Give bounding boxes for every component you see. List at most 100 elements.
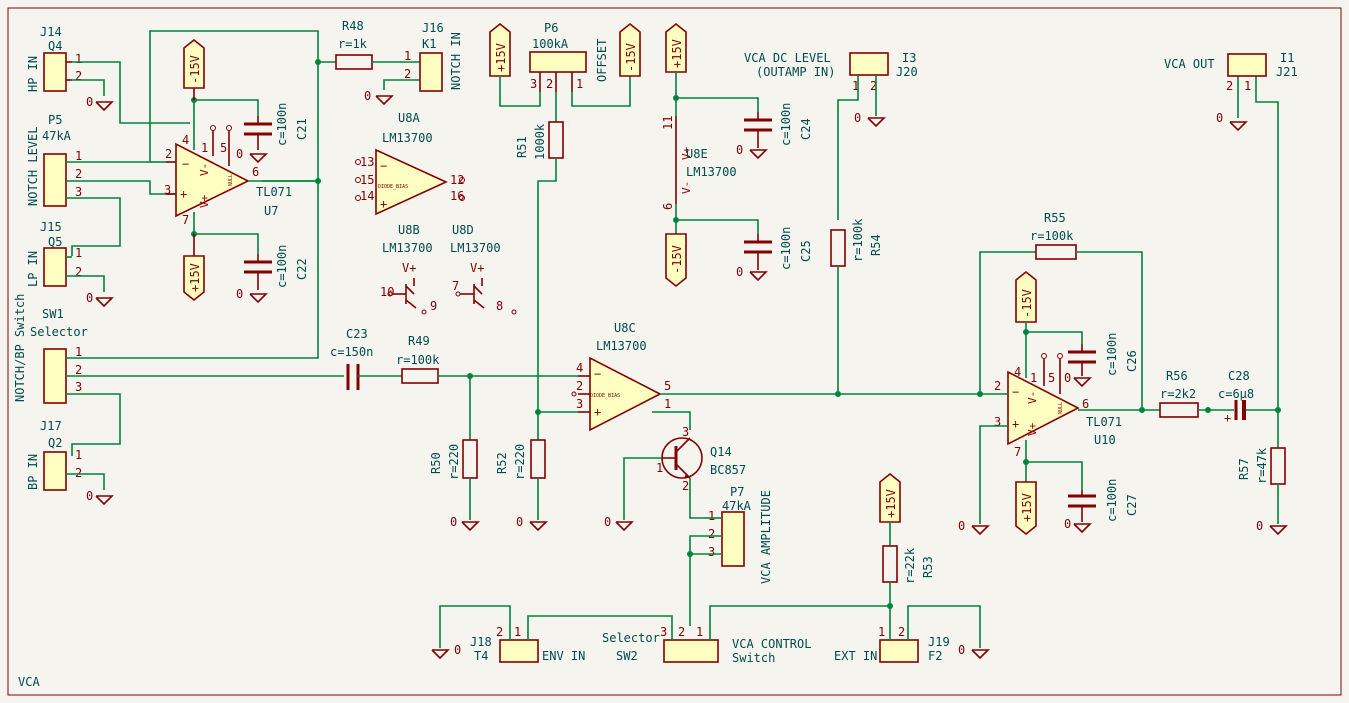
gnd-r52: 0 <box>516 515 548 532</box>
svg-text:1: 1 <box>1030 371 1037 385</box>
svg-text:3: 3 <box>576 397 583 411</box>
svg-text:2: 2 <box>404 67 411 81</box>
svg-text:1: 1 <box>404 49 411 63</box>
svg-text:6: 6 <box>661 203 675 210</box>
svg-text:U8D: U8D <box>452 223 474 237</box>
p5-ref: P5 <box>48 113 62 127</box>
svg-text:5: 5 <box>1048 371 1055 385</box>
sheet-border <box>7 7 1342 696</box>
svg-text:1: 1 <box>576 77 583 91</box>
q14-transistor: 3 1 2 Q14 BC857 <box>656 425 746 493</box>
r50-resistor: R50 r=220 <box>429 439 478 480</box>
pos15-p6: +15V <box>489 22 511 77</box>
sw1-ref: SW1 <box>42 307 64 321</box>
svg-text:I1: I1 <box>1280 51 1294 65</box>
j17-ref: J17 <box>40 419 62 433</box>
svg-text:11: 11 <box>661 116 675 130</box>
svg-text:4: 4 <box>182 133 189 147</box>
svg-text:−: − <box>182 157 189 171</box>
svg-text:NULL: NULL <box>228 174 234 186</box>
c21-capacitor: c=100n C21 <box>244 103 309 150</box>
svg-text:Switch: Switch <box>732 651 775 665</box>
svg-text:1: 1 <box>75 52 82 66</box>
p7-pot: P7 47kA VCA AMPLITUDE 123 <box>708 485 773 584</box>
r49-resistor: R49 r=100k <box>396 334 440 384</box>
svg-text:VCA AMPLITUDE: VCA AMPLITUDE <box>759 490 773 584</box>
svg-text:2: 2 <box>682 479 689 493</box>
gnd-j16: 0 <box>364 89 394 106</box>
u8d-buffer: U8D LM13700 V+ 7 8 <box>450 223 517 315</box>
u7-opamp: −+ V- V+ NULL 2 3 4 1 5 6 7 TL071 U7 <box>164 125 292 227</box>
sw1-switch: SW1 Selector NOTCH/BP Switch 123 <box>13 294 88 404</box>
svg-text:2: 2 <box>165 147 172 161</box>
svg-text:r=220: r=220 <box>447 444 461 480</box>
r56-resistor: R56 r=2k2 <box>1159 369 1199 418</box>
svg-text:100kA: 100kA <box>532 37 569 51</box>
svg-text:-15V: -15V <box>188 55 202 84</box>
svg-text:7: 7 <box>452 279 459 293</box>
svg-text:1: 1 <box>878 625 885 639</box>
svg-text:12: 12 <box>450 173 464 187</box>
c27-capacitor: c=100n C27 <box>1068 479 1139 522</box>
svg-text:1: 1 <box>75 345 82 359</box>
gnd-c26: 0 <box>1064 371 1092 388</box>
svg-text:VCA CONTROL: VCA CONTROL <box>732 637 811 651</box>
j14-connector: J14 Q4 HP IN 12 <box>26 25 82 92</box>
svg-text:SW2: SW2 <box>616 649 638 663</box>
svg-text:R49: R49 <box>408 334 430 348</box>
svg-text:15: 15 <box>360 173 374 187</box>
svg-text:2: 2 <box>75 363 82 377</box>
j14-label: HP IN <box>26 56 40 92</box>
svg-text:−: − <box>380 159 387 173</box>
gnd-i3: 0 <box>854 111 886 128</box>
svg-text:C22: C22 <box>295 258 309 280</box>
svg-text:U8B: U8B <box>398 223 420 237</box>
c24-capacitor: c=100n C24 <box>744 103 813 148</box>
svg-text:2: 2 <box>678 625 685 639</box>
svg-text:1: 1 <box>514 625 521 639</box>
svg-text:0: 0 <box>86 291 93 305</box>
svg-text:0: 0 <box>958 519 965 533</box>
svg-text:-15V: -15V <box>1020 289 1034 318</box>
svg-text:3: 3 <box>75 185 82 199</box>
svg-text:V-: V- <box>680 181 693 194</box>
gnd-i1: 0 <box>1216 111 1248 132</box>
svg-text:1: 1 <box>1244 79 1251 93</box>
svg-text:2: 2 <box>546 77 553 91</box>
pos15-u8e: +15V <box>665 22 687 73</box>
svg-text:VCA DC LEVEL: VCA DC LEVEL <box>744 51 831 65</box>
svg-text:R55: R55 <box>1044 211 1066 225</box>
svg-text:0: 0 <box>854 111 861 125</box>
svg-text:3: 3 <box>660 625 667 639</box>
svg-text:c=100n: c=100n <box>1105 333 1119 376</box>
svg-text:(OUTAMP IN): (OUTAMP IN) <box>756 65 835 79</box>
gnd-j14: 0 <box>86 95 114 112</box>
svg-text:1000k: 1000k <box>533 123 547 160</box>
svg-text:1: 1 <box>708 509 715 523</box>
svg-text:1: 1 <box>75 246 82 260</box>
svg-text:J18: J18 <box>470 635 492 649</box>
svg-text:c=100n: c=100n <box>779 103 793 146</box>
svg-text:5: 5 <box>664 379 671 393</box>
svg-text:3: 3 <box>708 545 715 559</box>
svg-text:c=100n: c=100n <box>779 227 793 270</box>
svg-text:R54: R54 <box>869 234 883 256</box>
svg-text:V+: V+ <box>680 146 693 160</box>
svg-text:8: 8 <box>496 299 503 313</box>
svg-text:OFFSET: OFFSET <box>595 39 609 82</box>
svg-text:2: 2 <box>898 625 905 639</box>
u8b-buffer: U8B LM13700 V+ 10 9 <box>380 223 437 315</box>
svg-text:9: 9 <box>430 299 437 313</box>
svg-text:J16: J16 <box>422 21 444 35</box>
sw1-label: NOTCH/BP Switch <box>13 294 27 402</box>
gnd-r50: 0 <box>450 515 480 532</box>
u10-opamp: −+ V- V+ NULL 2 3 4 1 5 6 7 TL071 U10 <box>994 353 1122 459</box>
sw1-val: Selector <box>30 325 88 339</box>
svg-text:+: + <box>1012 417 1019 431</box>
gnd-c22: 0 <box>236 287 268 304</box>
